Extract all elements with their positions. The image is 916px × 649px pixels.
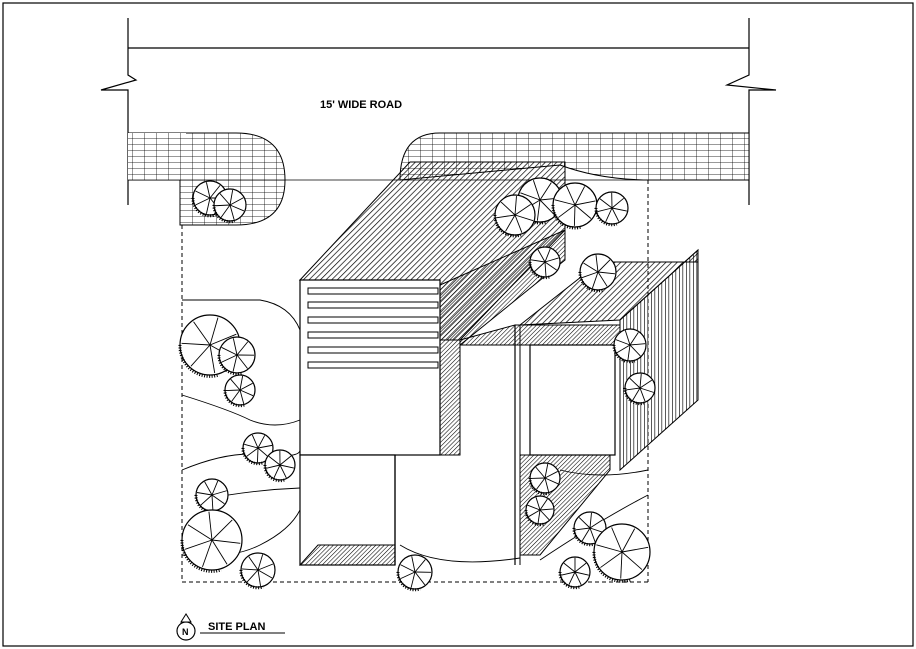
tree-symbol [180, 509, 243, 573]
tree-symbol [217, 336, 256, 376]
tree-symbol [612, 328, 647, 364]
road [100, 18, 777, 205]
tree-symbol [493, 194, 536, 238]
tree-symbol [558, 556, 591, 590]
louver-windows [307, 287, 439, 369]
trees [178, 177, 656, 592]
building-right [514, 248, 699, 565]
tree-symbol [241, 432, 274, 466]
north-arrow: N [176, 613, 196, 641]
tree-symbol [623, 372, 656, 406]
drawing-title: SITE PLAN [208, 621, 266, 633]
tree-symbol [528, 462, 561, 496]
tree-symbol [263, 449, 296, 483]
tree-symbol [194, 478, 229, 514]
tree-symbol [594, 191, 629, 227]
tree-symbol [239, 552, 276, 590]
tree-symbol [572, 511, 607, 547]
tree-symbol [551, 182, 598, 230]
north-label: N [182, 627, 189, 637]
tree-symbol [396, 554, 433, 592]
road-label: 15' WIDE ROAD [320, 99, 402, 111]
tree-symbol [592, 523, 651, 583]
tree-symbol [212, 188, 247, 224]
tree-symbol [524, 495, 555, 527]
tree-symbol [578, 253, 617, 293]
tree-symbol [528, 246, 561, 280]
tree-symbol [223, 374, 256, 408]
